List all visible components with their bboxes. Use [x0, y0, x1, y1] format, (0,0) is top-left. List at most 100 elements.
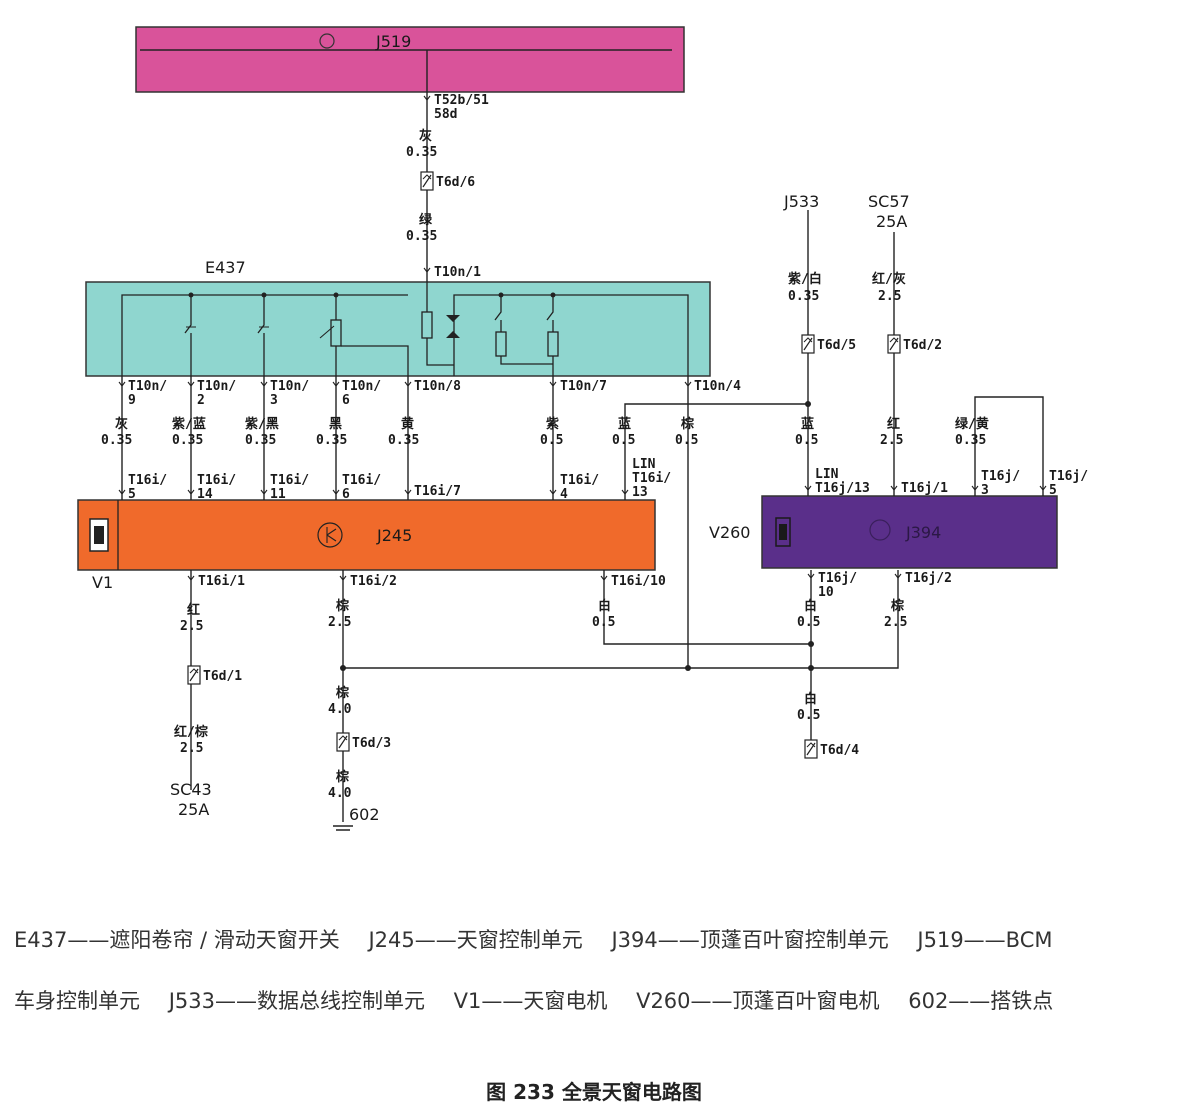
- pins-t16i-13-text: T16i/: [632, 471, 671, 486]
- pins-t16j-5-text: T16j/: [1049, 469, 1088, 484]
- wires-w22-c-text: 白: [804, 598, 817, 614]
- pins-t16i-1-text: T16i/1: [198, 574, 245, 589]
- pins-t16j-1-text: T16j/1: [901, 481, 948, 496]
- connectors-t6d-3-text: T6d/3: [352, 736, 391, 751]
- wires-w8-s-text: 0.35: [316, 433, 347, 448]
- pins-t52b-sub-text: 58d: [434, 107, 457, 122]
- pins-t16i-6n-text: 6: [342, 487, 350, 502]
- wires-w21-c-text: 白: [598, 598, 611, 614]
- wires-w22-s-text: 0.5: [797, 615, 820, 630]
- figure-caption: 图 233 全景天窗电路图: [486, 1080, 702, 1104]
- pins-t16i-4n-text: 4: [560, 487, 568, 502]
- pin-labels: T52b/51 58d T10n/1 T10n/ 9 T10n/ 2 T10n/…: [128, 93, 1088, 600]
- wires-w20-s-text: 4.0: [328, 786, 352, 801]
- pins-t16i-2-text: T16i/2: [350, 574, 397, 589]
- pins-t16i-13n-text: 13: [632, 485, 648, 500]
- wires-w11-s-text: 0.5: [612, 433, 635, 448]
- wires-w2-s-text: 0.35: [406, 229, 437, 244]
- wires-w23-s-text: 2.5: [884, 615, 907, 630]
- pins-t10n-8-text: T10n/8: [414, 379, 461, 394]
- connectors-t6d-2-text: T6d/2: [903, 338, 942, 353]
- legend-v260: V260——顶蓬百叶窗电机: [636, 989, 880, 1013]
- wires-w7-c-text: 紫/黑: [245, 416, 279, 432]
- pins-t52b-text: T52b/51: [434, 93, 489, 108]
- j519-module: J519: [135, 26, 685, 93]
- pins-t10n-9-text: T10n/: [128, 379, 167, 394]
- switch-resistor-icon: [546, 295, 559, 376]
- legend-line-2: 车身控制单元 J533——数据总线控制单元 V1——天窗电机 V260——顶蓬百…: [14, 985, 1075, 1015]
- pins-t16j-3n-text: 3: [981, 483, 989, 498]
- motor-icon: [89, 518, 109, 552]
- pins-t10n-6-text: T10n/: [342, 379, 381, 394]
- wires-w17-s-text: 2.5: [180, 741, 203, 756]
- pins-t16i-14-text: T16i/: [197, 473, 236, 488]
- wires-w20-c-text: 棕: [335, 769, 349, 785]
- j519-label: J519: [375, 32, 411, 51]
- wires-w16-s-text: 2.5: [180, 619, 203, 634]
- legend-j519: J519——BCM: [917, 928, 1053, 952]
- sources-sc57-text: SC57: [868, 192, 910, 211]
- e437-module: E437: [85, 258, 711, 377]
- connectors-t6d-1-text: T6d/1: [203, 669, 242, 684]
- wires-w1-c-text: 灰: [419, 128, 432, 144]
- pins-t16i-5-text: T16i/: [128, 473, 167, 488]
- wires-w5-s-text: 0.35: [101, 433, 132, 448]
- wires-w15-s-text: 0.35: [955, 433, 986, 448]
- wires-w7-s-text: 0.35: [245, 433, 276, 448]
- legend-j245: J245——天窗控制单元: [368, 928, 583, 952]
- pins-t10n-4-text: T10n/4: [694, 379, 741, 394]
- legend-e437: E437——遮阳卷帘 / 滑动天窗开关: [14, 928, 340, 952]
- source-labels: J533 SC57 25A SC43 25A 602: [170, 192, 910, 824]
- pins-t10n-3n-text: 3: [270, 393, 278, 408]
- potentiometer-icon: [319, 295, 409, 376]
- wires-w11-c-text: 蓝: [618, 416, 631, 432]
- connectors-t6d-4-text: T6d/4: [820, 743, 859, 758]
- pins-t16j-5n-text: 5: [1049, 483, 1057, 498]
- sources-j533-text: J533: [783, 192, 819, 211]
- legend-v1: V1——天窗电机: [453, 989, 608, 1013]
- legend-602: 602——搭铁点: [908, 989, 1054, 1013]
- pins-t10n-2-text: T10n/: [197, 379, 236, 394]
- side-labels-lin-b-text: LIN: [815, 467, 839, 482]
- switch-resistor-icon: [494, 295, 553, 365]
- pins-t16j-10-text: T16j/: [818, 571, 857, 586]
- wires-w14-s-text: 2.5: [880, 433, 903, 448]
- connector-symbols: [187, 171, 901, 759]
- wires-w1-s-text: 0.35: [406, 145, 437, 160]
- pins-t16i-11n-text: 11: [270, 487, 286, 502]
- v260-label: V260: [709, 523, 750, 542]
- legend-line-1: E437——遮阳卷帘 / 滑动天窗开关 J245——天窗控制单元 J394——顶…: [14, 924, 1053, 954]
- pins-t10n-9n-text: 9: [128, 393, 136, 408]
- wires-w2-c-text: 绿: [419, 212, 433, 228]
- transistor-icon: [869, 519, 891, 541]
- sources-ground-text: 602: [349, 805, 380, 824]
- pins-t16i-11-text: T16i/: [270, 473, 309, 488]
- resistor-diode-icon: [421, 282, 460, 366]
- switch-icon: [184, 295, 196, 376]
- wires-w6-c-text: 紫/蓝: [172, 416, 206, 432]
- wires-w19-s-text: 4.0: [328, 702, 352, 717]
- wires-w8-c-text: 黑: [329, 417, 342, 432]
- wires-w12-s-text: 0.5: [675, 433, 698, 448]
- connectors-t6d-5-text: T6d/5: [817, 338, 856, 353]
- wires-w23-c-text: 棕: [890, 598, 904, 614]
- side-labels-lin-a-text: LIN: [632, 457, 656, 472]
- wires-w10-c-text: 紫: [546, 416, 559, 432]
- j394-module: J394 V260: [709, 495, 1058, 569]
- pins-t10n-2n-text: 2: [197, 393, 205, 408]
- sources-sc43-amp-text: 25A: [178, 800, 209, 819]
- pins-t16j-2-text: T16j/2: [905, 571, 952, 586]
- motor-icon: [775, 517, 791, 547]
- wires-w5-c-text: 灰: [115, 416, 128, 432]
- legend-j394: J394——顶蓬百叶窗控制单元: [611, 928, 889, 952]
- wires-w21-s-text: 0.5: [592, 615, 615, 630]
- wires-w19-c-text: 棕: [335, 685, 349, 701]
- circuit-diagram: J519: [77, 26, 1088, 831]
- connectors-t6d-6-text: T6d/6: [436, 175, 475, 190]
- pins-t16j-13-text: T16j/13: [815, 481, 870, 496]
- pins-t10n-3-text: T10n/: [270, 379, 309, 394]
- j394-label: J394: [905, 523, 941, 542]
- wires-w9-s-text: 0.35: [388, 433, 419, 448]
- e437-label: E437: [205, 258, 246, 277]
- pins-t16i-4-text: T16i/: [560, 473, 599, 488]
